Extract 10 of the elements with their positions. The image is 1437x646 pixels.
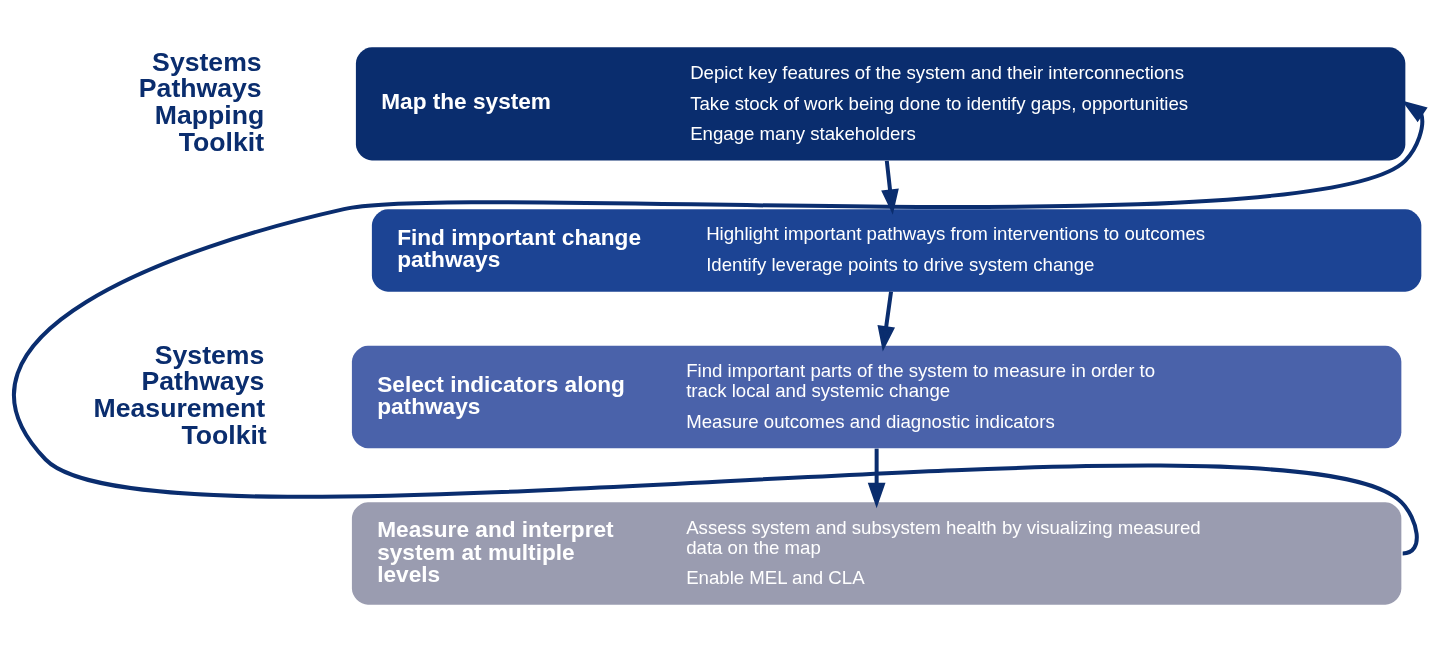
label: Systems Pathways Mapping Toolkit	[138, 46, 265, 157]
label: Systems Pathways Measurement Toolkit	[93, 339, 267, 450]
node-box: Find important change pathways Highlight important pathways from interventions to outcomes Identify leverage points to drive system change	[371, 209, 1422, 292]
arrow	[877, 291, 896, 352]
node-box: Select indicators along pathways Find important parts of the system to measure in order to track local and systemic change Measure outcomes and diagnostic indicators	[351, 345, 1402, 449]
node-box: Measure and interpret system at multiple levels Assess system and subsystem health by visualizing measured data on the map Enable MEL and CLA	[351, 502, 1402, 605]
node-box: Map the system Depict key features of the system and their interconnections Take stock of work being done to identify gaps, opportunities Engage many stakeholders	[355, 47, 1406, 161]
arrow	[13, 100, 1428, 555]
arrow	[881, 160, 899, 215]
arrow	[867, 448, 886, 509]
